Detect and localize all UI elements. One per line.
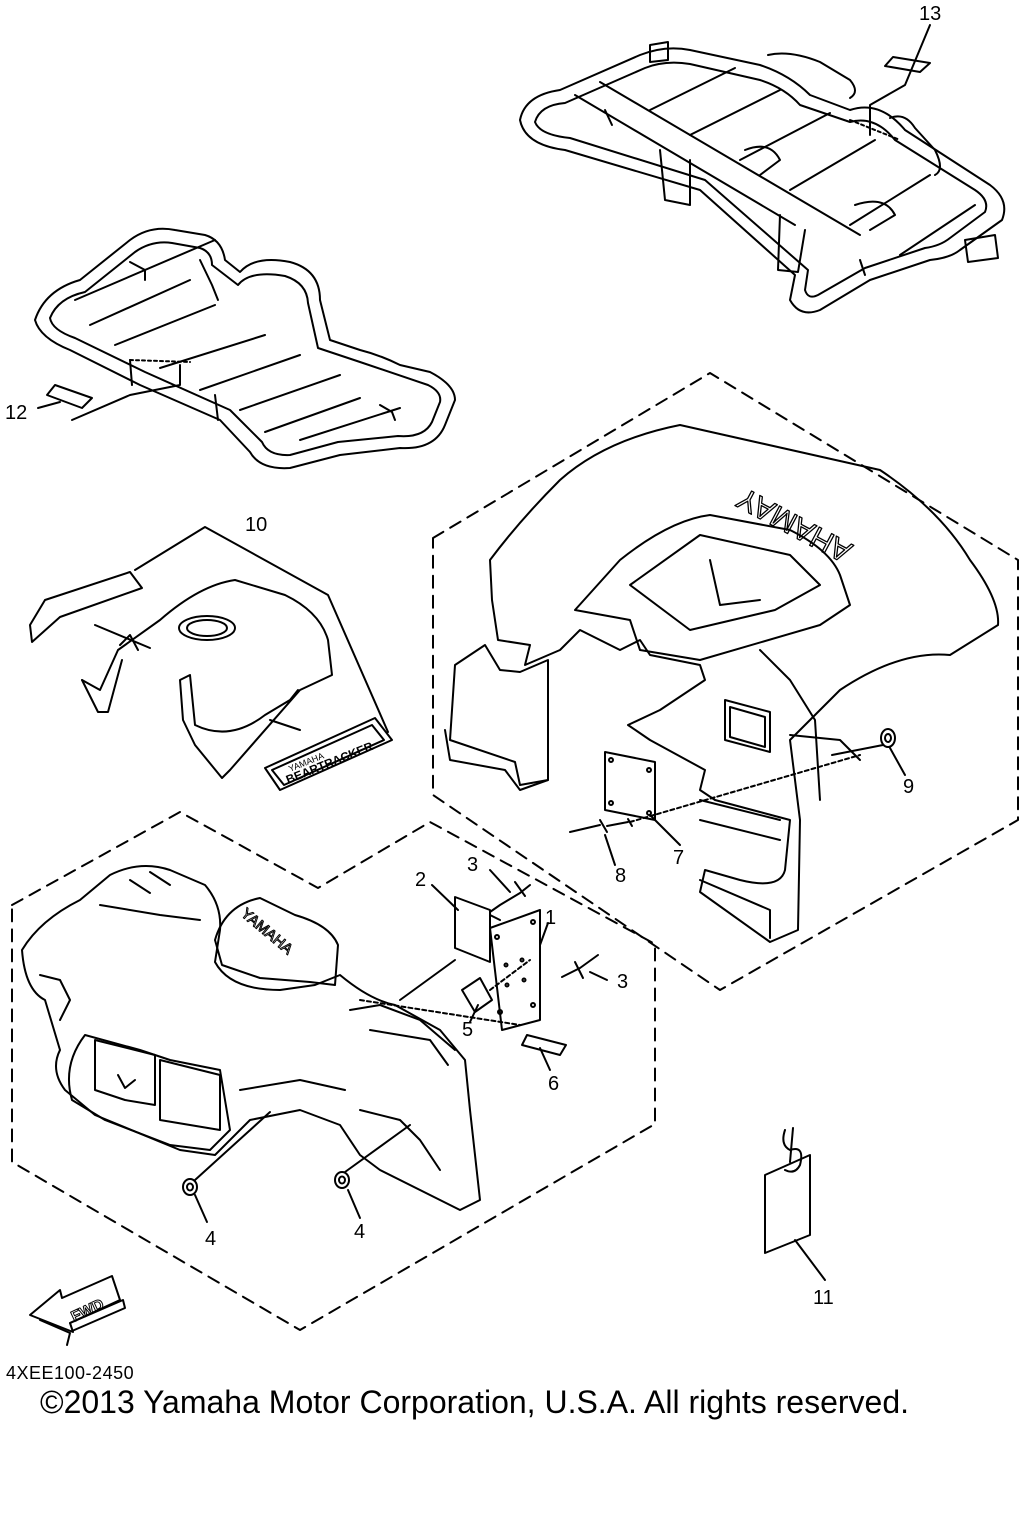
callout-2: 2 xyxy=(415,869,427,891)
callout-5: 5 xyxy=(462,1019,474,1041)
front-fender-logo: YAMAHA xyxy=(237,905,296,958)
callout-6: 6 xyxy=(548,1073,560,1095)
label-12 xyxy=(37,364,181,421)
callout-9: 9 xyxy=(903,776,915,798)
callout-10: 10 xyxy=(245,514,268,536)
rear-fender-group: YAMAHA xyxy=(432,372,1019,991)
callout-7: 7 xyxy=(673,847,685,869)
seat-cover-part-10: YAMAHA BEARTRACKER xyxy=(29,526,393,791)
callout-8: 8 xyxy=(615,865,627,887)
callout-12: 12 xyxy=(5,402,28,424)
reference-code: 4XEE100-2450 xyxy=(6,1363,135,1383)
callout-13: 13 xyxy=(919,3,942,25)
callout-4-left: 4 xyxy=(205,1228,217,1250)
callout-3-lower: 3 xyxy=(617,971,629,993)
callout-3-upper: 3 xyxy=(467,854,479,876)
callout-11: 11 xyxy=(813,1287,834,1309)
rear-carrier xyxy=(519,41,1006,314)
front-fender-group: YAMAHA xyxy=(11,811,656,1331)
rear-fender-logo: YAMAHA xyxy=(732,481,857,569)
fwd-label: FWD xyxy=(69,1296,107,1326)
leaders-rear xyxy=(604,747,906,866)
callout-4-right: 4 xyxy=(354,1221,366,1243)
front-carrier xyxy=(34,227,456,470)
tag-part-11 xyxy=(764,1127,826,1281)
leaders-front xyxy=(194,869,608,1223)
fwd-arrow-icon: FWD xyxy=(29,1275,126,1346)
callout-1: 1 xyxy=(545,907,557,929)
copyright-notice: ©2013 Yamaha Motor Corporation, U.S.A. A… xyxy=(40,1384,910,1420)
label-13 xyxy=(869,24,931,136)
